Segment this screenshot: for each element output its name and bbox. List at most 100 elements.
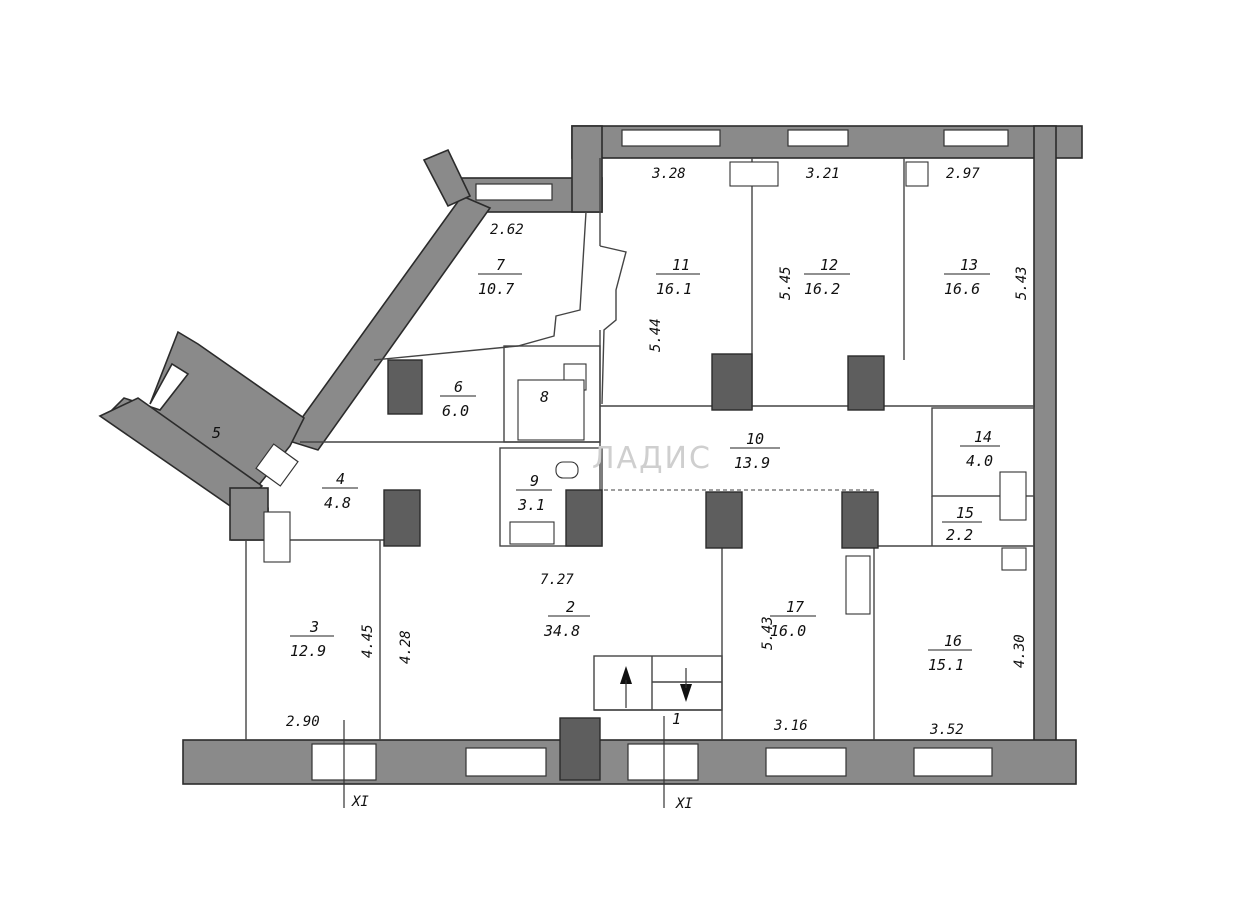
svg-text:16.6: 16.6	[944, 280, 980, 298]
arrow-up-icon	[620, 666, 632, 684]
svg-text:4.0: 4.0	[966, 452, 993, 470]
pillar	[847, 355, 885, 411]
dim-v11: 5.44	[648, 318, 664, 352]
window-bottom-5	[913, 747, 993, 777]
svg-text:14: 14	[974, 428, 992, 446]
wall-left-3	[229, 487, 269, 541]
room-label-4: 4 4.8	[322, 470, 358, 512]
pillar	[841, 491, 879, 549]
wall-diagonal-stub	[422, 148, 472, 208]
window-top-2	[787, 129, 849, 147]
wall-diagonal	[284, 195, 492, 451]
svg-text:34.8: 34.8	[543, 622, 580, 640]
dim-v16: 4.30	[1012, 634, 1028, 668]
dim-v12: 5.45	[778, 266, 794, 300]
svg-text:12: 12	[820, 256, 838, 274]
pillar	[705, 491, 743, 549]
room-label-5: 5	[212, 424, 221, 442]
radiator-icon	[1001, 547, 1027, 571]
pillar	[559, 717, 601, 781]
wall-room5-left	[98, 397, 264, 512]
radiator-icon	[999, 471, 1027, 521]
svg-text:10: 10	[746, 430, 764, 448]
wall-right	[1033, 125, 1057, 773]
section-mark-right: XI	[675, 796, 693, 812]
radiator-icon	[905, 161, 929, 187]
room-label-16: 16 15.1	[928, 632, 972, 674]
window-top-1	[621, 129, 721, 147]
room-label-15: 15 2.2	[942, 504, 982, 544]
svg-text:10.7: 10.7	[478, 280, 514, 298]
svg-text:16.1: 16.1	[656, 280, 692, 298]
dim-top-12: 3.21	[805, 166, 840, 182]
dim-bottom-16: 3.52	[929, 722, 964, 738]
pillar	[711, 353, 753, 411]
window-room5	[255, 443, 299, 487]
toilet-icon	[555, 461, 579, 479]
room-label-1: 1	[672, 710, 681, 728]
radiator-icon	[845, 555, 871, 615]
dim-room7: 2.62	[490, 222, 524, 238]
room-label-8: 8	[540, 388, 549, 406]
svg-text:3.1: 3.1	[517, 496, 545, 514]
svg-text:13: 13	[960, 256, 978, 274]
dim-top-11: 3.28	[651, 166, 686, 182]
svg-text:13.9: 13.9	[734, 454, 770, 472]
section-mark-left: XI	[351, 794, 369, 810]
arrow-down-icon	[680, 684, 692, 702]
svg-text:2: 2	[566, 598, 575, 616]
pillar	[565, 489, 603, 547]
watermark: ЛАДИС	[592, 441, 712, 476]
svg-text:6: 6	[454, 378, 463, 396]
room-label-11: 11 16.1	[656, 256, 700, 298]
svg-text:12.9: 12.9	[290, 642, 326, 660]
dim-bottom-17: 3.16	[773, 718, 808, 734]
dim-v3b: 4.28	[398, 630, 414, 664]
svg-text:2.2: 2.2	[946, 526, 973, 544]
room-label-17: 17 16.0	[770, 598, 816, 640]
svg-text:5: 5	[212, 424, 221, 442]
room-label-6: 6 6.0	[440, 378, 476, 420]
pillar	[387, 359, 423, 415]
room-label-14: 14 4.0	[960, 428, 1000, 470]
dim-room2-width: 7.27	[540, 572, 574, 588]
svg-text:4: 4	[336, 470, 345, 488]
svg-text:3: 3	[309, 618, 319, 636]
radiator-icon	[263, 511, 291, 563]
dim-v13: 5.43	[1014, 266, 1030, 300]
window-top-3	[943, 129, 1009, 147]
svg-text:16: 16	[944, 632, 962, 650]
room-label-10: 10 13.9	[730, 430, 780, 472]
wall-step	[571, 125, 603, 213]
room-label-12: 12 16.2	[804, 256, 850, 298]
svg-text:9: 9	[530, 472, 539, 490]
svg-text:1: 1	[672, 710, 681, 728]
dim-v17: 5.43	[760, 616, 776, 650]
svg-text:16.0: 16.0	[770, 622, 806, 640]
svg-text:17: 17	[786, 598, 804, 616]
room-label-3: 3 12.9	[290, 618, 334, 660]
svg-text:16.2: 16.2	[804, 280, 840, 298]
room-label-13: 13 16.6	[944, 256, 990, 298]
radiator-icon	[729, 161, 779, 187]
svg-text:7: 7	[496, 256, 505, 274]
room-label-2: 2 34.8	[543, 598, 590, 640]
dim-bottom-3: 2.90	[286, 714, 320, 730]
bathtub-icon	[517, 379, 585, 441]
pillar	[383, 489, 421, 547]
svg-text:15: 15	[956, 504, 974, 522]
svg-text:11: 11	[672, 256, 690, 274]
dim-v3a: 4.45	[360, 624, 376, 658]
svg-text:8: 8	[540, 388, 549, 406]
dim-top-13: 2.97	[946, 166, 980, 182]
room-label-7: 7 10.7	[478, 256, 522, 298]
window-bottom-2	[465, 747, 547, 777]
svg-text:15.1: 15.1	[928, 656, 964, 674]
svg-text:4.8: 4.8	[324, 494, 351, 512]
room-label-9: 9 3.1	[516, 472, 552, 514]
window-bottom-4	[765, 747, 847, 777]
sink-icon	[509, 521, 555, 545]
window-top-left	[475, 183, 553, 201]
window-bottom-3	[627, 743, 699, 781]
